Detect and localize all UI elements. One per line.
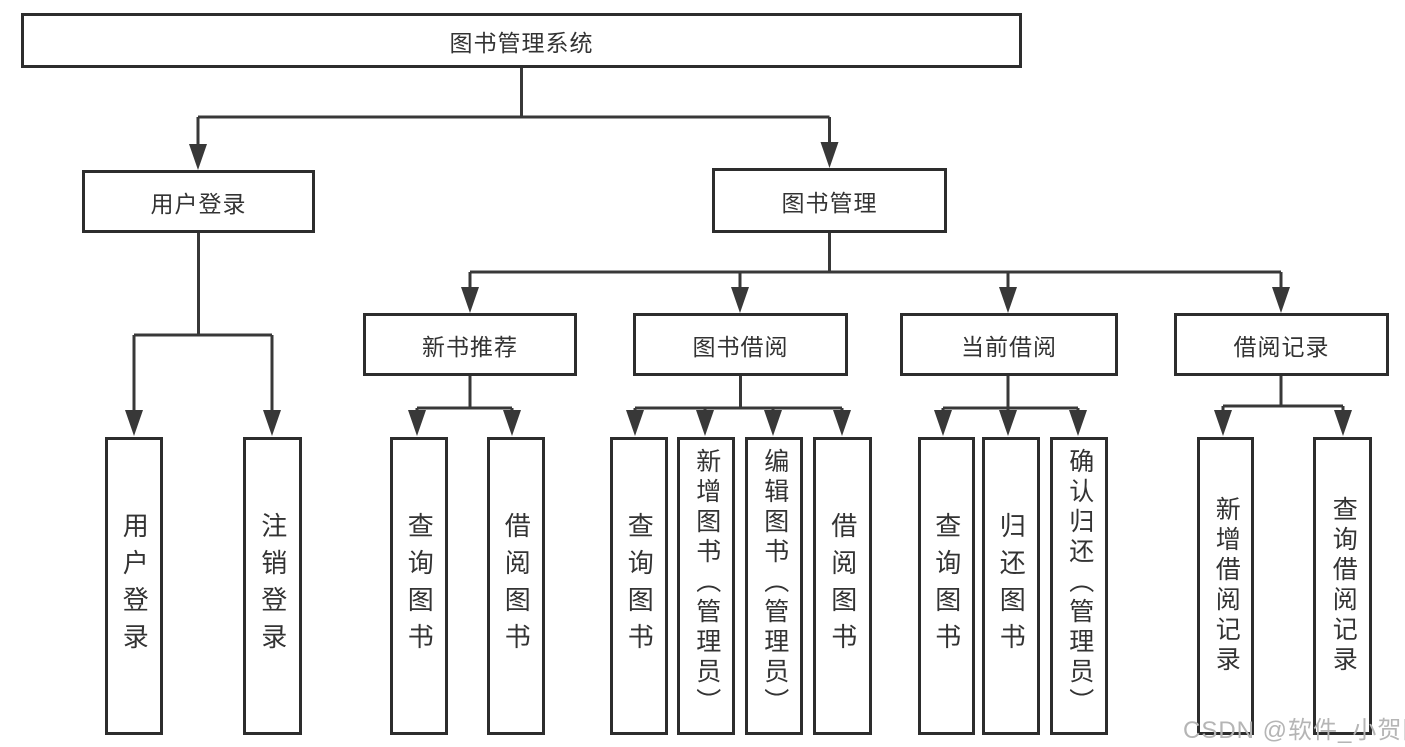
leaf-query-books-3-label: 查询图书 (931, 512, 962, 660)
leaf-query-borrow-record: 查询借阅记录 (1313, 437, 1372, 735)
arrowhead-leaf (626, 410, 644, 436)
leaf-return-book: 归还图书 (982, 437, 1040, 735)
node-borrowing-records: 借阅记录 (1174, 313, 1389, 376)
arrowhead-book-management (820, 142, 839, 168)
leaf-edit-book-admin: 编辑图书（管理员） (745, 437, 803, 735)
arrowhead-new-book-recommend (461, 287, 479, 313)
node-book-borrowing: 图书借阅 (633, 313, 848, 376)
leaf-user-login-label: 用户登录 (119, 512, 150, 660)
leaf-confirm-return-admin-label: 确认归还（管理员） (1065, 448, 1094, 718)
leaf-query-books-2: 查询图书 (610, 437, 668, 735)
node-book-management: 图书管理 (712, 168, 947, 233)
node-new-book-recommend-label: 新书推荐 (422, 333, 518, 360)
node-user-login: 用户登录 (82, 170, 315, 233)
leaf-borrow-books-2: 借阅图书 (813, 437, 872, 735)
leaf-query-borrow-record-label: 查询借阅记录 (1329, 496, 1358, 676)
leaf-confirm-return-admin: 确认归还（管理员） (1050, 437, 1108, 735)
leaf-borrow-books-1: 借阅图书 (487, 437, 545, 735)
connector-current-borrowing-branch (941, 376, 1080, 412)
arrowhead-leaf (1334, 410, 1352, 436)
arrowhead-leaf (408, 410, 426, 436)
node-borrowing-records-label: 借阅记录 (1233, 333, 1330, 360)
connector-user-login-branch (132, 233, 274, 412)
connector-new-book-recommend-branch (415, 376, 514, 412)
leaf-logout-label: 注销登录 (257, 512, 288, 660)
arrowhead-borrowing-records (1272, 287, 1290, 313)
leaf-add-book-admin-label: 新增图书（管理员） (692, 448, 721, 718)
arrowhead-leaf (833, 410, 851, 436)
leaf-borrow-books-1-label: 借阅图书 (501, 512, 532, 660)
node-user-login-label: 用户登录 (150, 190, 247, 217)
leaf-edit-book-admin-label: 编辑图书（管理员） (760, 448, 789, 718)
leaf-add-borrow-record-label: 新增借阅记录 (1212, 496, 1241, 676)
leaf-query-books-1: 查询图书 (390, 437, 448, 735)
arrowhead-leaf (934, 410, 952, 436)
arrowhead-leaf (1214, 410, 1232, 436)
leaf-user-login: 用户登录 (105, 437, 163, 735)
leaf-query-books-2-label: 查询图书 (624, 512, 655, 660)
leaf-query-books-1-label: 查询图书 (404, 512, 435, 660)
node-new-book-recommend: 新书推荐 (363, 313, 577, 376)
connector-borrowing-records-branch (1221, 376, 1345, 412)
node-root: 图书管理系统 (21, 13, 1022, 68)
arrowhead-book-borrowing (731, 287, 749, 313)
node-current-borrowing-label: 当前借阅 (961, 333, 1057, 360)
connector-root-to-level2 (196, 68, 831, 146)
leaf-borrow-books-2-label: 借阅图书 (827, 512, 858, 660)
arrowhead-leaf (764, 410, 782, 436)
connector-book-management-branch (468, 233, 1283, 289)
arrowhead-leaf (696, 410, 714, 436)
leaf-logout: 注销登录 (243, 437, 302, 735)
arrowhead-leaf (503, 410, 521, 436)
connector-book-borrowing-branch (633, 376, 844, 412)
arrowhead-current-borrowing (999, 287, 1017, 313)
leaf-add-borrow-record: 新增借阅记录 (1197, 437, 1254, 735)
leaf-add-book-admin: 新增图书（管理员） (677, 437, 735, 735)
node-book-management-label: 图书管理 (781, 189, 878, 216)
arrowhead-leaf (999, 410, 1017, 436)
node-root-label: 图书管理系统 (449, 29, 594, 56)
node-current-borrowing: 当前借阅 (900, 313, 1118, 376)
leaf-query-books-3: 查询图书 (918, 437, 975, 735)
node-book-borrowing-label: 图书借阅 (692, 333, 789, 360)
arrowhead-leaf-logout (263, 410, 281, 436)
arrowhead-leaf (1069, 410, 1087, 436)
leaf-return-book-label: 归还图书 (996, 512, 1027, 660)
watermark: CSDN @软件_小贺同学 (1183, 717, 1405, 744)
arrowhead-user-login (189, 144, 207, 170)
arrowhead-leaf-login (125, 410, 143, 436)
